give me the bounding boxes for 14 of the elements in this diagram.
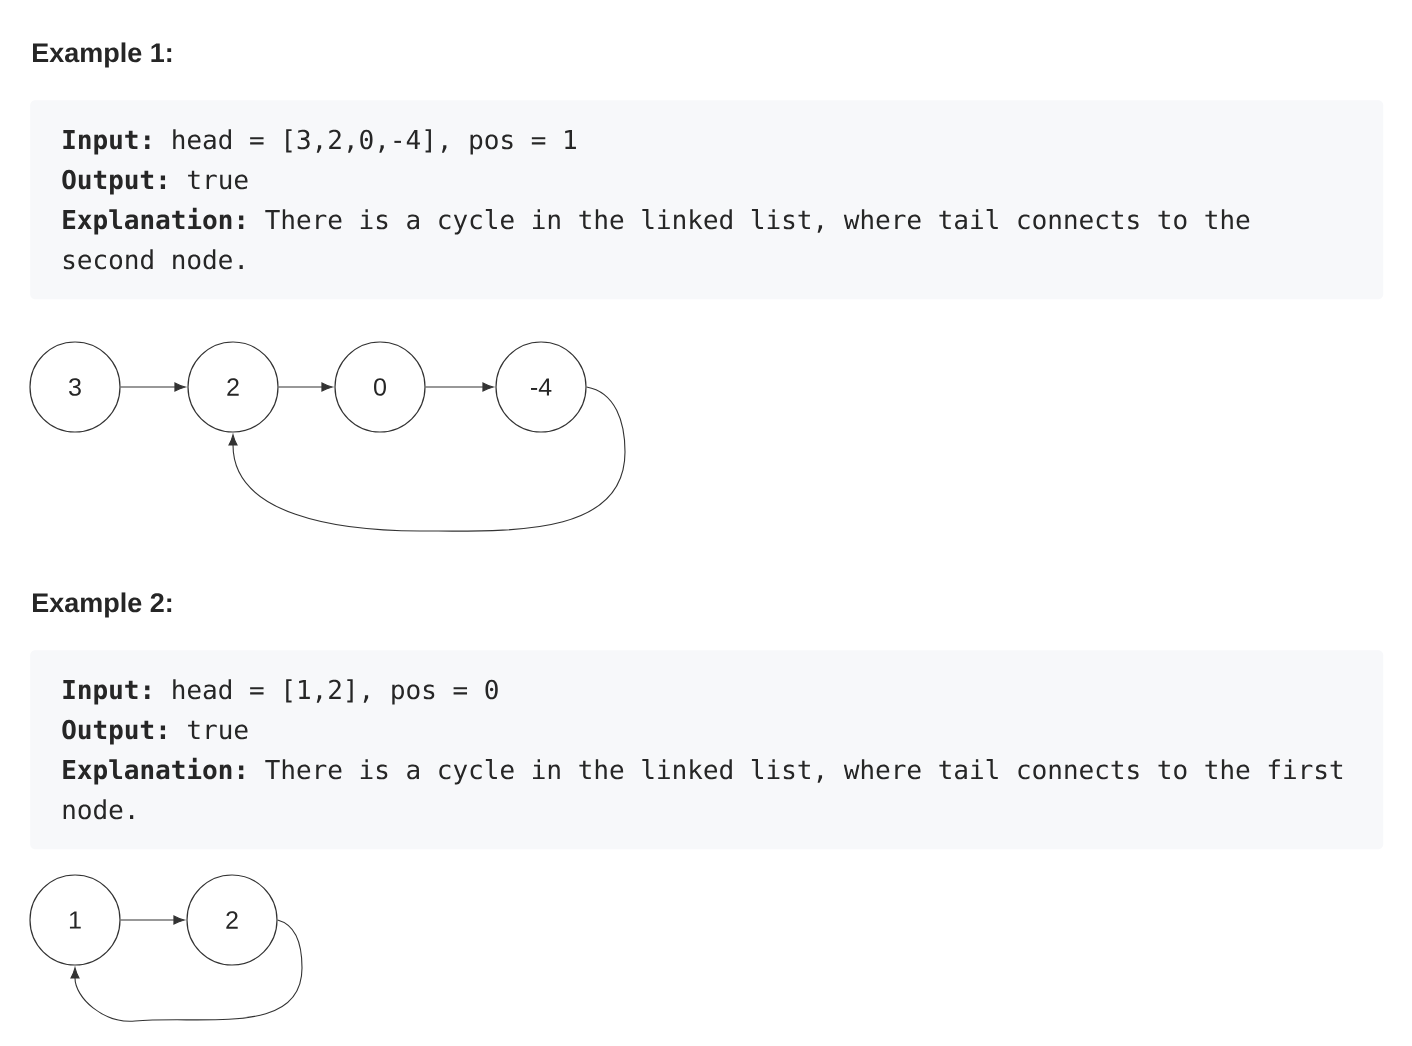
- arrow: [228, 386, 626, 532]
- code-text: Output: true: [62, 169, 248, 195]
- code-text: Input: head = [1,2], pos = 0: [63, 679, 498, 705]
- arrow: [425, 382, 494, 392]
- heading: Example 1:: [33, 42, 172, 68]
- code-text: Explanation: There is a cycle in the linked list, where tail connects to the first node.: [63, 757, 1343, 820]
- code-text: Input: head = [3,2,0,-4], pos = 1: [63, 129, 576, 155]
- arrow: [120, 382, 186, 392]
- arrow: [70, 919, 303, 1022]
- code-text: Explanation: There is a cycle in the linked list, where tail connects to the second node.: [63, 207, 1250, 270]
- code-text: Output: true: [62, 719, 248, 745]
- heading: Example 2:: [33, 592, 172, 618]
- arrow: [120, 915, 185, 925]
- arrow: [278, 382, 333, 392]
